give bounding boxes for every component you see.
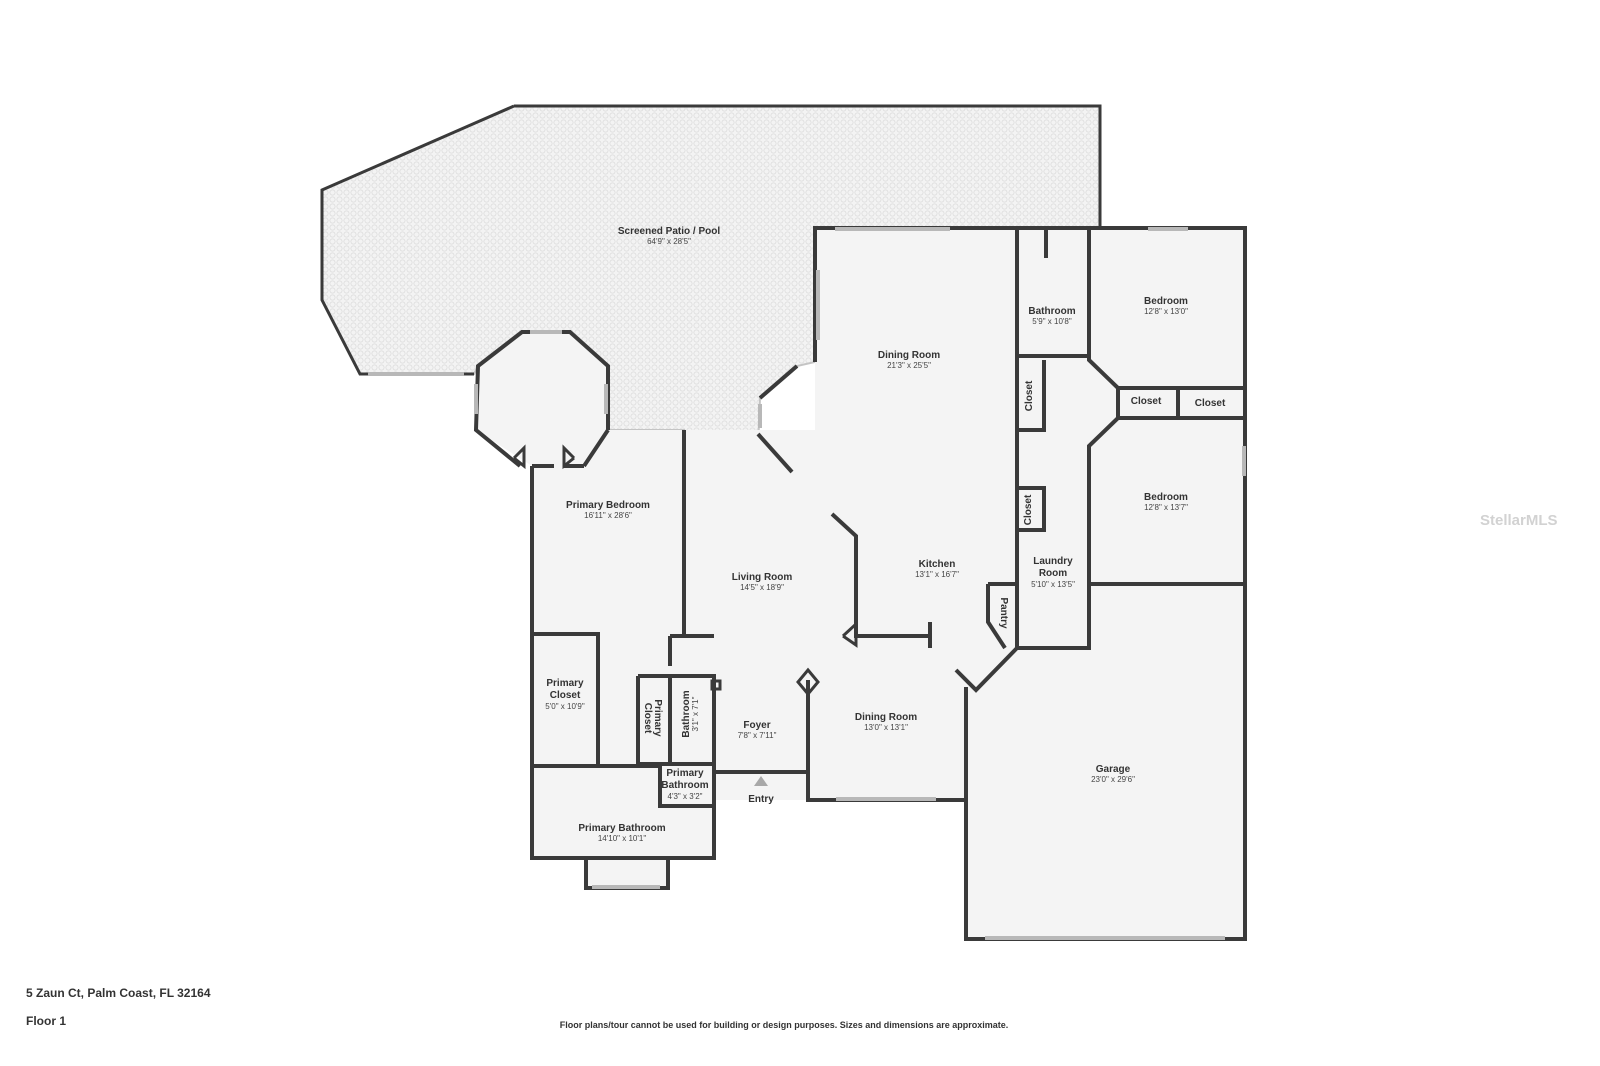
room-name-primary-closet-left-1: Primary (546, 678, 584, 689)
room-dim-primary-bath-small: 4'3" x 3'2" (668, 792, 703, 801)
room-name-dining-front: Dining Room (855, 712, 917, 723)
walls (320, 104, 1247, 941)
room-dim-bathroom-small: 3'1" x 7'1" (691, 696, 700, 731)
room-labels: Screened Patio / Pool 64'9" x 28'5" Dini… (545, 226, 1226, 843)
room-name-dining-main: Dining Room (878, 350, 940, 361)
room-name-bathroom-top: Bathroom (1028, 306, 1075, 317)
room-name-closet-d: Closet (1023, 494, 1034, 525)
room-name-primary-closet-small-2: Closet (642, 703, 653, 734)
entry-arrow-icon (754, 776, 768, 786)
room-name-bedroom-1: Bedroom (1144, 296, 1188, 307)
room-dim-garage: 23'0" x 29'6" (1091, 775, 1135, 784)
room-name-primary-closet-left-2: Closet (550, 690, 581, 701)
room-name-primary-bedroom: Primary Bedroom (566, 500, 650, 511)
room-dim-patio: 64'9" x 28'5" (647, 237, 691, 246)
floor-label: Floor 1 (26, 1014, 67, 1028)
room-dim-bedroom-2: 12'8" x 13'7" (1144, 503, 1188, 512)
room-name-primary-bath-small-2: Bathroom (661, 780, 708, 791)
room-name-closet-a: Closet (1024, 380, 1035, 411)
windows (368, 227, 1246, 940)
room-dim-primary-bathroom: 14'10" x 10'1" (598, 834, 646, 843)
room-dim-bathroom-top: 5'9" x 10'8" (1032, 317, 1072, 326)
room-dim-primary-bedroom: 16'11" x 28'6" (584, 511, 632, 520)
room-dim-laundry: 5'10" x 13'5" (1031, 580, 1075, 589)
room-dim-foyer: 7'8" x 7'11" (738, 731, 777, 740)
room-dim-bedroom-1: 12'8" x 13'0" (1144, 307, 1188, 316)
room-dim-dining-front: 13'0" x 13'1" (864, 723, 908, 732)
room-name-patio: Screened Patio / Pool (618, 226, 720, 237)
room-dim-living-room: 14'5" x 18'9" (740, 583, 784, 592)
room-name-primary-closet-small-1: Primary (652, 699, 663, 737)
room-name-living-room: Living Room (732, 572, 793, 583)
room-name-closet-c: Closet (1195, 398, 1226, 409)
room-name-kitchen: Kitchen (919, 559, 956, 570)
room-name-bedroom-2: Bedroom (1144, 492, 1188, 503)
watermark: StellarMLS (1480, 512, 1558, 529)
room-name-laundry-1: Laundry (1033, 556, 1073, 567)
room-name-primary-bathroom: Primary Bathroom (578, 823, 665, 834)
room-name-primary-bath-small-1: Primary (666, 768, 704, 779)
room-dim-kitchen: 13'1" x 16'7" (915, 570, 959, 579)
room-name-closet-b: Closet (1131, 396, 1162, 407)
room-name-bathroom-small: Bathroom (681, 690, 692, 737)
interior-floor (476, 228, 1245, 939)
room-name-laundry-2: Room (1039, 568, 1067, 579)
room-dim-primary-closet-left: 5'0" x 10'9" (545, 702, 585, 711)
room-name-foyer: Foyer (743, 720, 770, 731)
room-name-pantry: Pantry (998, 597, 1009, 629)
property-address: 5 Zaun Ct, Palm Coast, FL 32164 (26, 986, 211, 1000)
entry-label: Entry (748, 794, 774, 805)
room-name-garage: Garage (1096, 764, 1131, 775)
disclaimer: Floor plans/tour cannot be used for buil… (559, 1020, 1009, 1030)
room-dim-dining-main: 21'3" x 25'5" (887, 361, 931, 370)
